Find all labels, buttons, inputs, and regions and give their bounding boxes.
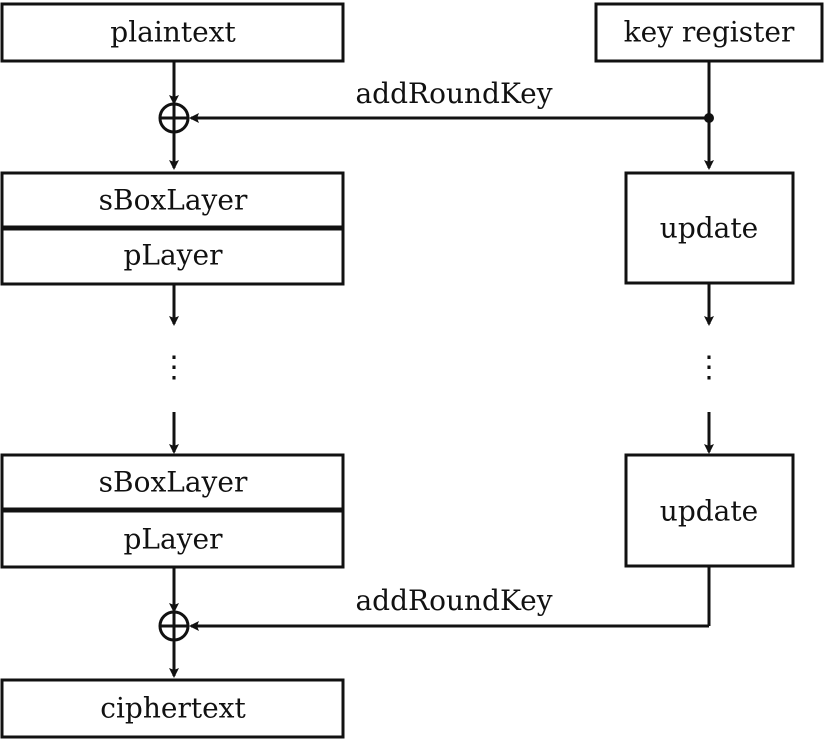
bottom-add-round-key-label: addRoundKey [355,584,552,617]
bottom-sbox-layer-label: sBoxLayer [99,466,248,499]
plaintext-label: plaintext [110,16,236,49]
ciphertext-label: ciphertext [100,692,246,725]
top-update-label: update [660,212,758,245]
key-register-label: key register [624,16,795,49]
plaintext-box [0,2,345,63]
ciphertext-box [0,678,345,739]
bottom-p-layer-label: pLayer [124,523,224,556]
top-update-box [624,171,795,285]
bottom-update-box [624,453,795,568]
key-register-box [594,2,824,63]
top-add-round-key-label: addRoundKey [355,77,552,110]
top-sbox-layer-label: sBoxLayer [99,184,248,217]
left-vertical-dots: ⋮ [159,350,189,385]
bottom-update-label: update [660,495,758,528]
top-p-layer-label: pLayer [124,239,224,272]
right-vertical-dots: ⋮ [694,350,724,385]
